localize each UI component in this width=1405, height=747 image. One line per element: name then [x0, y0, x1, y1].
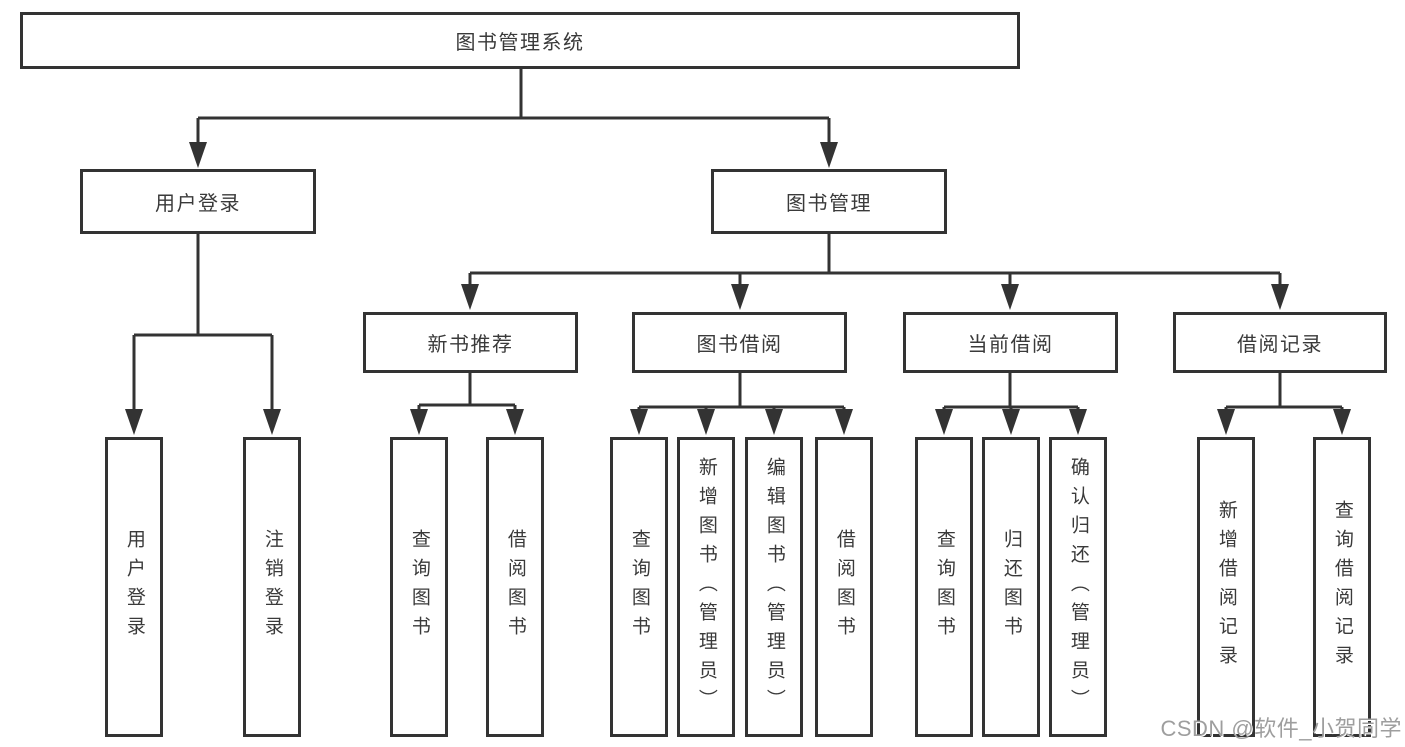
leaf-label: 查询图书: [933, 529, 955, 645]
connector-login-split: [132, 234, 274, 412]
leaf-edit-books-admin: 编辑图书（管理员）: [745, 437, 803, 737]
leaf-query-books-current: 查询图书: [915, 437, 973, 737]
connector-record-split: [1224, 373, 1344, 412]
arrow-down-icon: [1069, 409, 1087, 435]
leaf-user-login: 用户登录: [105, 437, 163, 737]
node-label: 借阅记录: [1237, 334, 1323, 356]
node-label: 图书管理: [786, 193, 872, 215]
arrow-down-icon: [189, 142, 207, 168]
leaf-label: 用户登录: [123, 529, 145, 645]
connector-root-to-level2: [196, 69, 831, 146]
leaf-query-books-borrow: 查询图书: [610, 437, 668, 737]
leaf-label: 借阅图书: [833, 529, 855, 645]
leaf-label: 查询图书: [628, 529, 650, 645]
connector-paths: [132, 69, 1344, 412]
node-label: 新书推荐: [427, 334, 514, 356]
arrowheads: [125, 142, 1351, 435]
arrow-down-icon: [935, 409, 953, 435]
node-borrow-record: 借阅记录: [1173, 312, 1387, 373]
connector-mgmt-split: [468, 234, 1282, 287]
leaf-confirm-return-admin: 确认归还（管理员）: [1049, 437, 1107, 737]
leaf-add-borrow-record: 新增借阅记录: [1197, 437, 1255, 737]
leaf-label: 归还图书: [1000, 529, 1022, 645]
arrow-down-icon: [731, 284, 749, 310]
arrow-down-icon: [1002, 409, 1020, 435]
node-new-book-recommend: 新书推荐: [363, 312, 578, 373]
arrow-down-icon: [820, 142, 838, 168]
arrow-down-icon: [630, 409, 648, 435]
connector-current-split: [942, 373, 1080, 412]
arrow-down-icon: [1217, 409, 1235, 435]
leaf-label: 新增图书（管理员）: [695, 456, 717, 718]
node-user-login: 用户登录: [80, 169, 316, 234]
node-label: 图书管理系统: [455, 32, 585, 54]
arrow-down-icon: [1001, 284, 1019, 310]
leaf-label: 查询借阅记录: [1331, 500, 1353, 674]
arrow-down-icon: [1271, 284, 1289, 310]
leaf-query-borrow-record: 查询借阅记录: [1313, 437, 1371, 737]
connector-recommend-split: [417, 373, 517, 412]
csdn-watermark: CSDN @软件_小贺同学: [1160, 716, 1402, 741]
arrow-down-icon: [765, 409, 783, 435]
arrow-down-icon: [125, 409, 143, 435]
leaf-label: 借阅图书: [504, 529, 526, 645]
node-current-borrow: 当前借阅: [903, 312, 1118, 373]
leaf-borrow-books-recommend: 借阅图书: [486, 437, 544, 737]
arrow-down-icon: [461, 284, 479, 310]
node-root-system: 图书管理系统: [20, 12, 1020, 69]
connector-borrow-split: [637, 373, 846, 412]
leaf-label: 编辑图书（管理员）: [763, 456, 785, 718]
arrow-down-icon: [506, 409, 524, 435]
leaf-add-books-admin: 新增图书（管理员）: [677, 437, 735, 737]
arrow-down-icon: [1333, 409, 1351, 435]
node-book-management: 图书管理: [711, 169, 947, 234]
leaf-label: 注销登录: [261, 529, 283, 645]
leaf-label: 新增借阅记录: [1215, 500, 1237, 674]
node-label: 用户登录: [155, 193, 241, 215]
arrow-down-icon: [835, 409, 853, 435]
leaf-query-books-recommend: 查询图书: [390, 437, 448, 737]
arrow-down-icon: [410, 409, 428, 435]
node-label: 当前借阅: [967, 334, 1054, 356]
node-book-borrow: 图书借阅: [632, 312, 847, 373]
leaf-borrow-books-borrow: 借阅图书: [815, 437, 873, 737]
node-label: 图书借阅: [696, 334, 783, 356]
leaf-label: 确认归还（管理员）: [1067, 456, 1089, 718]
leaf-logout: 注销登录: [243, 437, 301, 737]
leaf-return-books: 归还图书: [982, 437, 1040, 737]
leaf-label: 查询图书: [408, 529, 430, 645]
arrow-down-icon: [263, 409, 281, 435]
arrow-down-icon: [697, 409, 715, 435]
